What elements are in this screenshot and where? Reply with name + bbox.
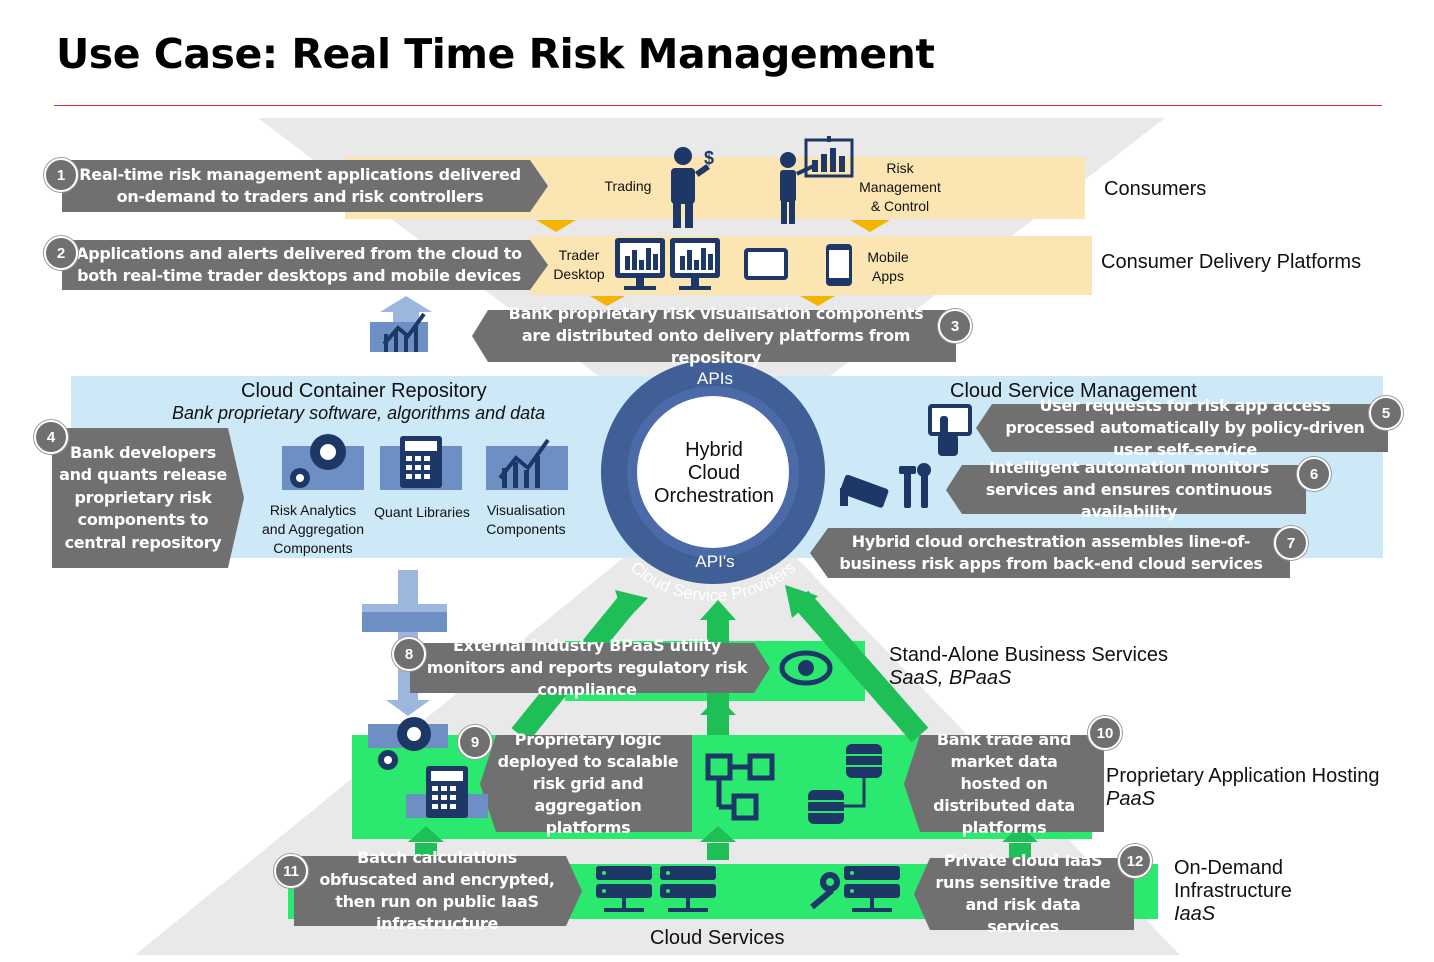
- callout-8: External industry BPaaS utility monitors…: [426, 636, 748, 699]
- callout-6: Intelligent automation monitors services…: [985, 457, 1273, 521]
- presenter-icon: [780, 136, 854, 224]
- badge-5: 5: [1369, 396, 1403, 430]
- gear-cube-icon: [282, 434, 364, 490]
- workflow-icon: [705, 753, 775, 821]
- badge-11: 11: [274, 854, 308, 888]
- badge-4: 4: [34, 420, 68, 454]
- badge-2: 2: [44, 236, 78, 270]
- callout-1: Real-time risk management applications d…: [79, 165, 521, 206]
- title-divider: [54, 105, 1382, 106]
- layer-infra-sub: IaaS: [1174, 903, 1216, 925]
- badge-3: 3: [938, 309, 972, 343]
- callout-shape-12: [914, 858, 1134, 930]
- hub-apis-bottom: API's: [695, 552, 735, 571]
- touch-screen-icon: [928, 404, 972, 456]
- layer-hosting-sub: PaaS: [1106, 788, 1155, 810]
- hub-apis-top: APIs: [697, 369, 733, 388]
- layer-repository-subtitle: Bank proprietary software, algorithms an…: [172, 403, 546, 423]
- label-risk-management: Risk Management & Control: [859, 160, 941, 214]
- tablet-icon: [744, 248, 788, 280]
- callout-5: User requests for risk app access proces…: [1005, 396, 1365, 459]
- badge-12: 12: [1118, 844, 1152, 878]
- layer-infra-2: Infrastructure: [1174, 880, 1292, 902]
- label-trading: Trading: [604, 178, 652, 194]
- callout-shape-6: [946, 465, 1306, 514]
- layer-repository: Cloud Container Repository: [241, 380, 487, 402]
- callout-9: Proprietary logic deployed to scalable r…: [497, 729, 679, 837]
- callout-4: Bank developers and quants release propr…: [59, 442, 227, 552]
- server-icon: [596, 866, 900, 912]
- gear-cube-icon: [368, 717, 448, 770]
- hub-center-label: Hybrid Cloud Orchestration: [653, 439, 775, 507]
- callout-shape-10: [904, 735, 1104, 832]
- layer-delivery: Consumer Delivery Platforms: [1101, 251, 1362, 273]
- hub-center: [637, 396, 789, 548]
- callout-shape-7: [810, 528, 1290, 578]
- layer-consumers: Consumers: [1104, 178, 1207, 200]
- database-icon: [808, 744, 882, 824]
- callout-shape-1: [62, 160, 548, 212]
- badge-1: 1: [44, 158, 78, 192]
- layer-service-management: Cloud Service Management: [950, 380, 1197, 402]
- callout-shape-9: [480, 735, 692, 832]
- callout-11: Batch calculations obfuscated and encryp…: [319, 848, 555, 933]
- badge-10: 10: [1088, 716, 1122, 750]
- calculator-cube-icon: [406, 766, 488, 818]
- label-quant-libraries: Quant Libraries: [374, 504, 470, 520]
- badge-8: 8: [392, 637, 426, 671]
- callout-shape-11: [294, 856, 582, 926]
- label-risk-analytics: Risk Analytics and Aggregation Component…: [262, 502, 364, 556]
- chart-cube-icon: [486, 438, 568, 490]
- callout-shape-3: [472, 310, 956, 362]
- layer-hosting: Proprietary Application Hosting: [1106, 765, 1380, 787]
- callout-shape-8: [410, 643, 770, 693]
- trader-icon: $: [671, 147, 714, 228]
- badge-9: 9: [458, 725, 492, 759]
- key-icon: [810, 872, 840, 910]
- callout-10: Bank trade and market data hosted on dis…: [933, 729, 1075, 837]
- tools-icon: [899, 463, 931, 508]
- badge-7: 7: [1274, 526, 1308, 560]
- callout-shape-2: [62, 240, 548, 290]
- layer-infra-1: On-Demand: [1174, 857, 1283, 879]
- label-visualisation: Visualisation Components: [486, 502, 566, 537]
- callout-shape-5: [976, 404, 1388, 452]
- monitor-chart-icon: [615, 238, 720, 290]
- layer-cloud-services: Cloud Services: [650, 927, 785, 949]
- callout-2: Applications and alerts delivered from t…: [76, 244, 522, 285]
- svg-text:$: $: [704, 148, 714, 168]
- label-trader-desktop: Trader Desktop: [553, 247, 605, 282]
- callout-3: Bank proprietary risk visualisation comp…: [508, 304, 924, 367]
- layer-standalone: Stand-Alone Business Services: [889, 644, 1169, 666]
- badge-6: 6: [1297, 457, 1331, 491]
- chart-cube-icon: [370, 312, 428, 352]
- eye-icon: [779, 650, 833, 686]
- callout-12: Private cloud IaaS runs sensitive trade …: [935, 851, 1111, 936]
- layer-standalone-sub: SaaS, BPaaS: [889, 667, 1012, 689]
- phone-icon: [826, 244, 852, 286]
- callout-shape-4: [52, 428, 244, 568]
- camera-icon: [840, 474, 889, 508]
- label-mobile-apps: Mobile Apps: [867, 249, 909, 284]
- calculator-cube-icon: [380, 436, 462, 490]
- delivery-band: [530, 236, 1092, 295]
- callout-7: Hybrid cloud orchestration assembles lin…: [839, 532, 1263, 573]
- page-title: Use Case: Real Time Risk Management: [56, 30, 935, 78]
